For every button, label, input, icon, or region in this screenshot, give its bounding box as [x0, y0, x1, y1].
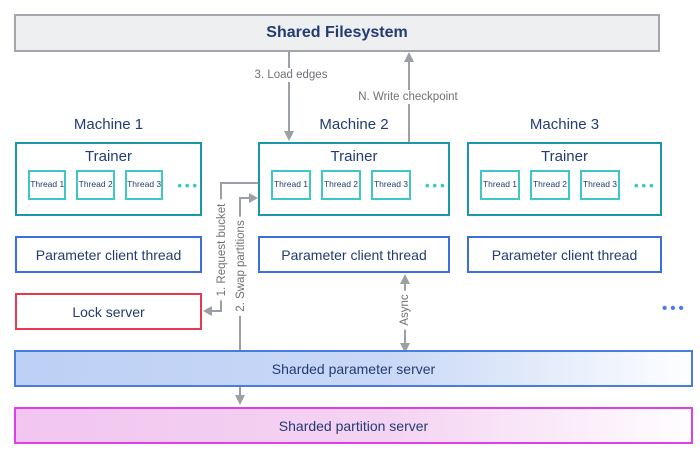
request-bucket-line-bottom [212, 310, 222, 312]
thread-box: Thread 2 [530, 170, 570, 200]
lock-server-box: Lock server [15, 293, 202, 330]
request-bucket-arrowhead-icon [203, 306, 212, 316]
param-client-thread-box-machine-2: Parameter client thread [258, 236, 450, 273]
trainer-label: Trainer [330, 148, 378, 165]
thread-box: Thread 2 [76, 170, 115, 200]
param-client-thread-label: Parameter client thread [491, 246, 638, 263]
thread-box: Thread 2 [321, 170, 361, 200]
trainer-box-machine-3: Trainer Thread 1 Thread 2 Thread 3 ••• [467, 142, 662, 216]
load-edges-arrow-line [288, 52, 290, 132]
async-arrowhead-down-icon [400, 343, 410, 353]
thread-box: Thread 1 [271, 170, 311, 200]
machine-3-label: Machine 3 [529, 116, 600, 133]
trainer-box-machine-1: Trainer Thread 1 Thread 2 Thread 3 ••• [15, 142, 202, 216]
swap-partitions-arrowhead-down-icon [235, 395, 245, 405]
write-checkpoint-arrowhead-icon [404, 52, 414, 62]
swap-partitions-line-top [239, 197, 251, 199]
machine-1-label: Machine 1 [73, 116, 144, 133]
load-edges-arrowhead-icon [284, 131, 294, 141]
param-client-thread-label: Parameter client thread [281, 246, 427, 263]
param-client-thread-label: Parameter client thread [35, 246, 182, 263]
sharded-partition-server-band: Sharded partition server [14, 407, 693, 444]
lock-server-label: Lock server [72, 303, 145, 320]
more-machines-ellipsis-icon: ••• [662, 300, 687, 317]
param-client-thread-box-machine-1: Parameter client thread [15, 236, 202, 273]
thread-box: Thread 3 [580, 170, 620, 200]
more-threads-ellipsis-icon: ••• [634, 177, 657, 193]
sharded-partition-server-label: Sharded partition server [278, 417, 429, 434]
request-bucket-label: 1. Request bucket [215, 199, 229, 301]
machine-2-label: Machine 2 [319, 116, 389, 133]
thread-box: Thread 3 [124, 170, 164, 200]
thread-box: Thread 1 [28, 170, 67, 200]
write-checkpoint-label: N. Write checkpoint [354, 90, 462, 104]
thread-row: Thread 1 Thread 2 Thread 3 ••• [260, 170, 448, 200]
more-threads-ellipsis-icon: ••• [177, 177, 201, 193]
request-bucket-line-top [220, 182, 258, 184]
shared-filesystem-label: Shared Filesystem [266, 24, 408, 41]
swap-partitions-label: 2. Swap partitions [234, 216, 248, 316]
param-client-thread-box-machine-3: Parameter client thread [467, 236, 662, 273]
async-arrowhead-up-icon [400, 274, 410, 284]
swap-partitions-arrowhead-right-icon [249, 193, 258, 203]
trainer-label: Trainer [541, 148, 588, 165]
sharded-parameter-server-label: Sharded parameter server [271, 360, 436, 377]
sharded-parameter-server-band: Sharded parameter server [14, 350, 693, 387]
shared-filesystem-box: Shared Filesystem [14, 14, 660, 52]
thread-row: Thread 1 Thread 2 Thread 3 ••• [17, 170, 200, 200]
thread-box: Thread 1 [480, 170, 520, 200]
async-label: Async [398, 290, 412, 330]
more-threads-ellipsis-icon: ••• [425, 177, 448, 193]
load-edges-label: 3. Load edges [250, 68, 332, 82]
thread-box: Thread 3 [371, 170, 411, 200]
trainer-label: Trainer [85, 148, 132, 165]
trainer-box-machine-2: Trainer Thread 1 Thread 2 Thread 3 ••• [258, 142, 450, 216]
thread-row: Thread 1 Thread 2 Thread 3 ••• [469, 170, 660, 200]
